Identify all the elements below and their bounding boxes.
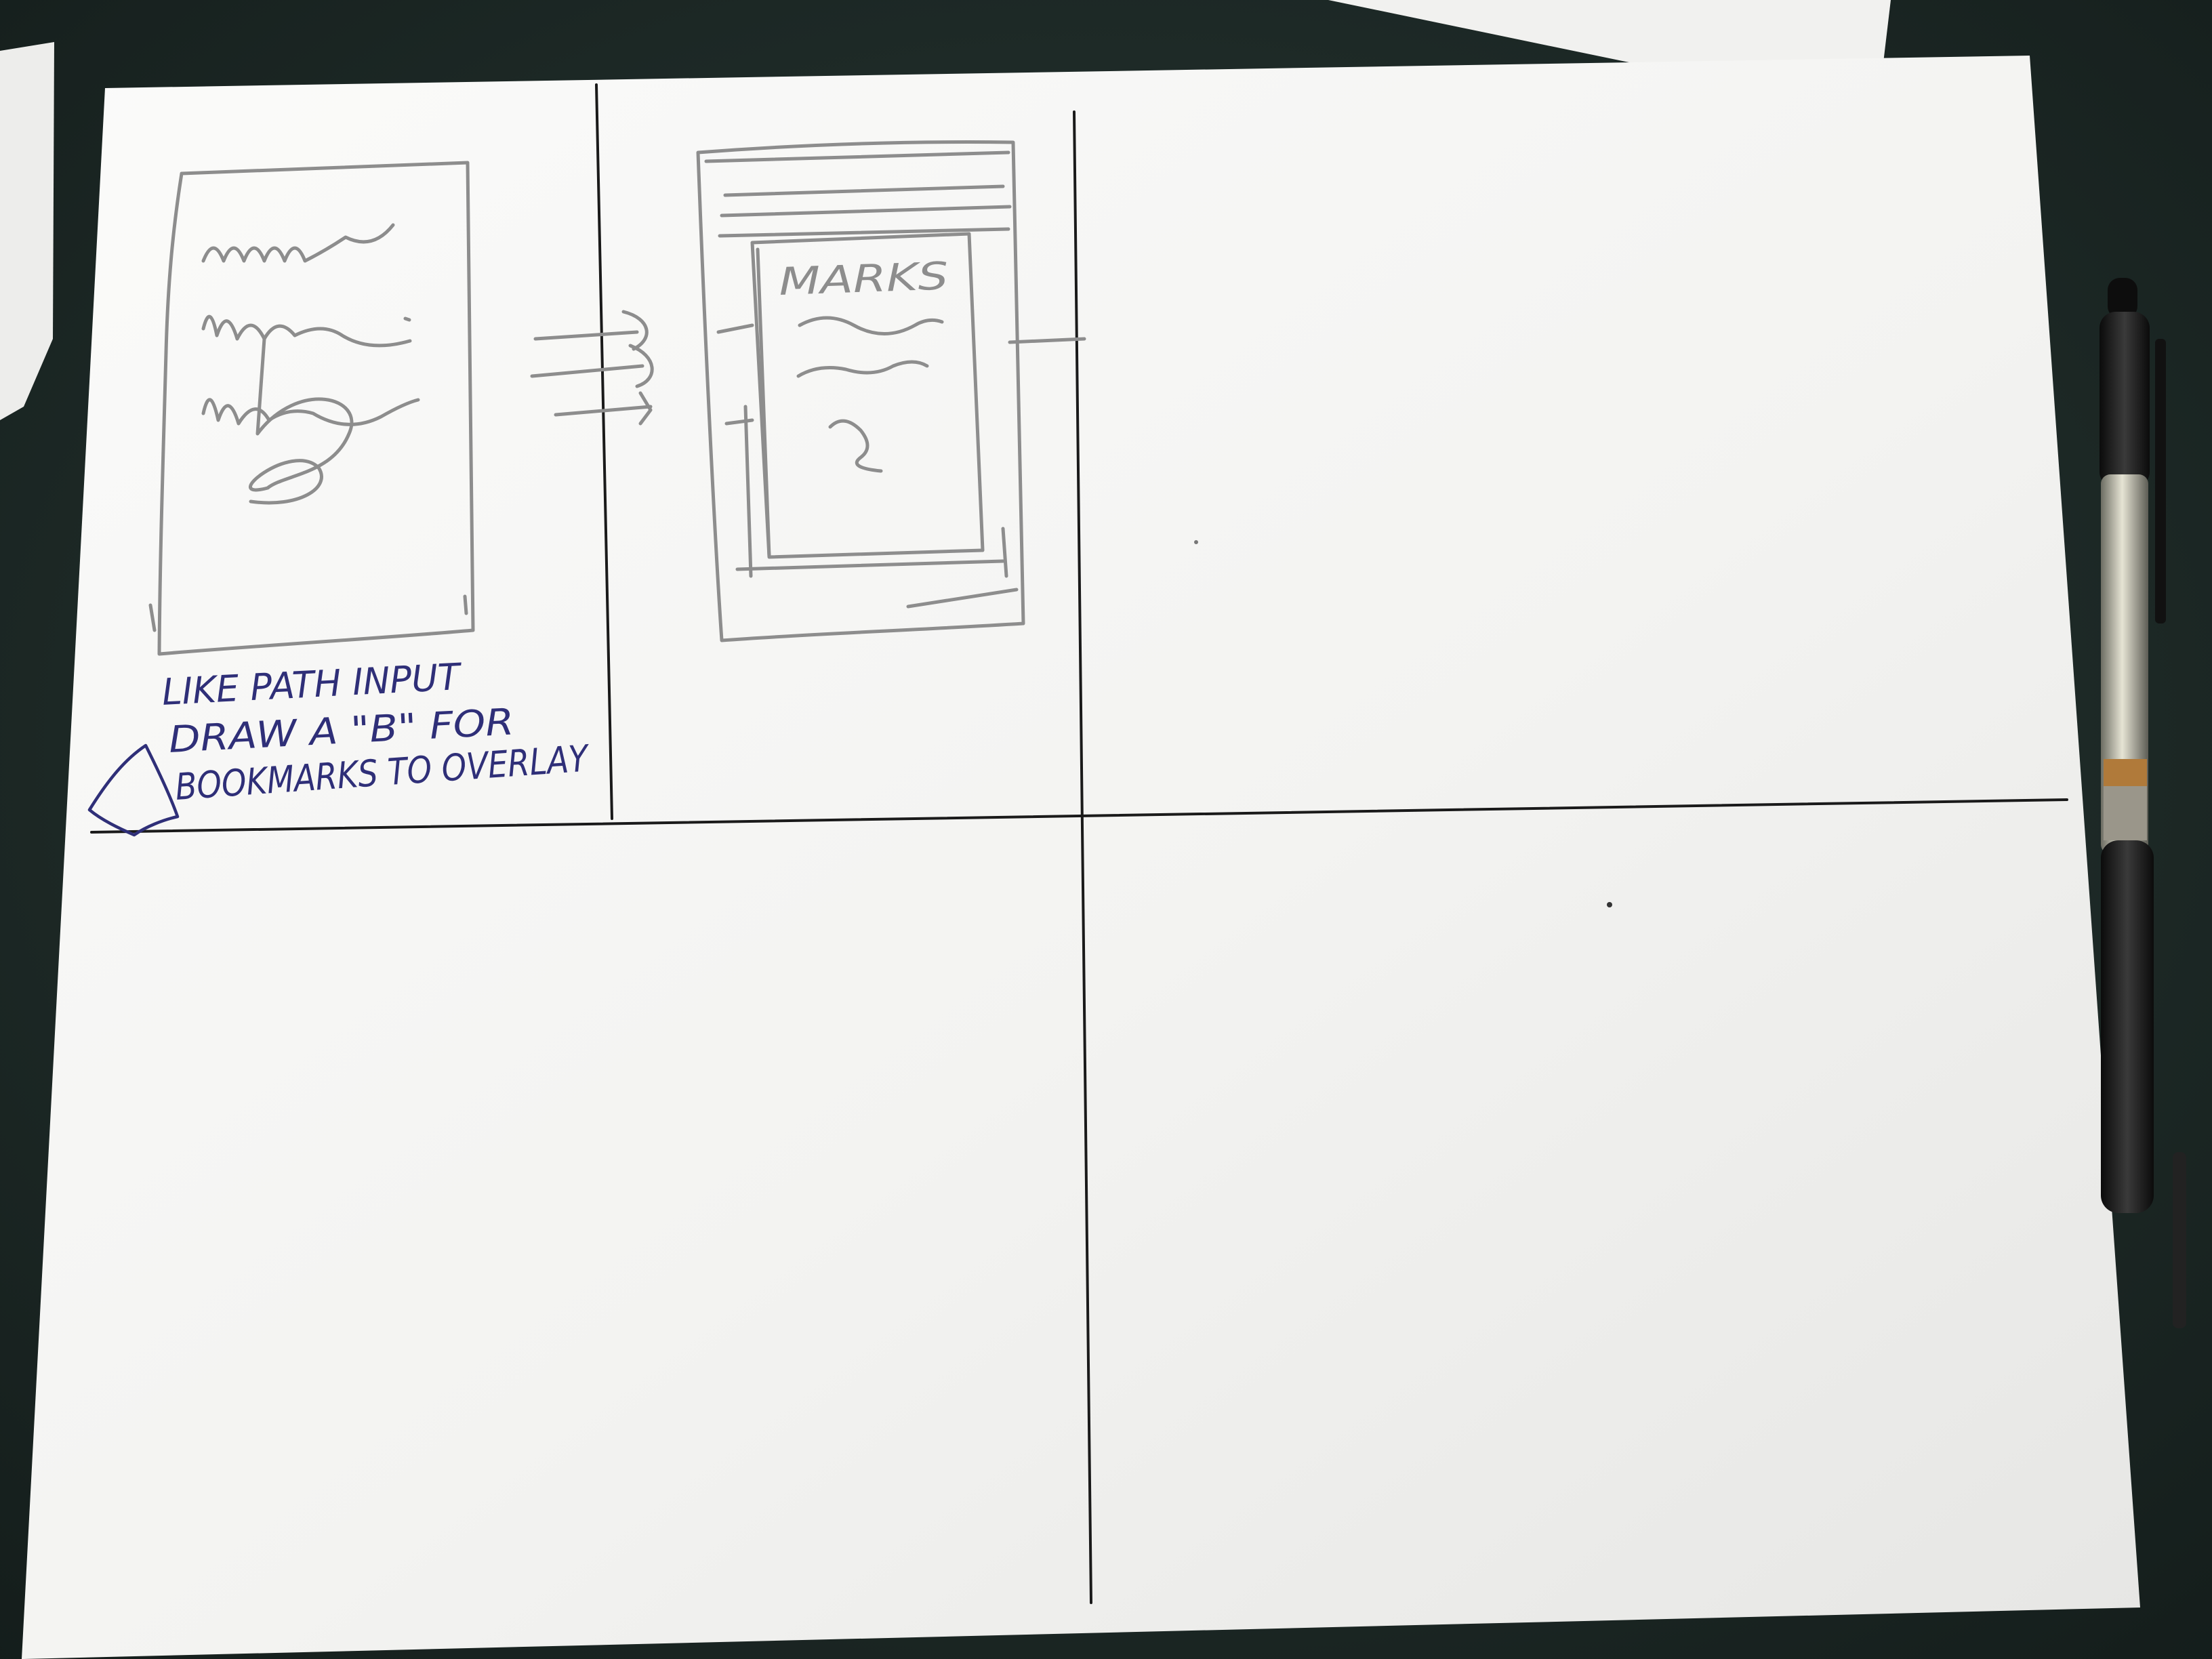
pen-icon — [2100, 278, 2186, 1328]
swipe-arrows-icon — [530, 310, 654, 426]
marks-overlay-title: MARKS — [778, 254, 949, 304]
b-gesture-icon — [248, 337, 354, 505]
phone-outer-outline — [696, 140, 1025, 642]
paper-sheet — [22, 56, 2140, 1659]
divider-vertical-left-top — [595, 83, 613, 820]
divider-horizontal — [90, 798, 2068, 834]
panel-1-phone-sketch — [148, 161, 475, 656]
panel-2-phone-sketch — [696, 140, 1086, 642]
phone-outline — [157, 161, 475, 656]
diamond-icon — [87, 743, 180, 837]
paper-speck — [1194, 540, 1198, 544]
scribble-line-1 — [201, 223, 395, 263]
paper-speck — [1607, 902, 1612, 907]
marks-overlay-card — [750, 232, 985, 559]
background-paper-left — [0, 42, 54, 420]
divider-vertical-center — [1073, 110, 1092, 1604]
